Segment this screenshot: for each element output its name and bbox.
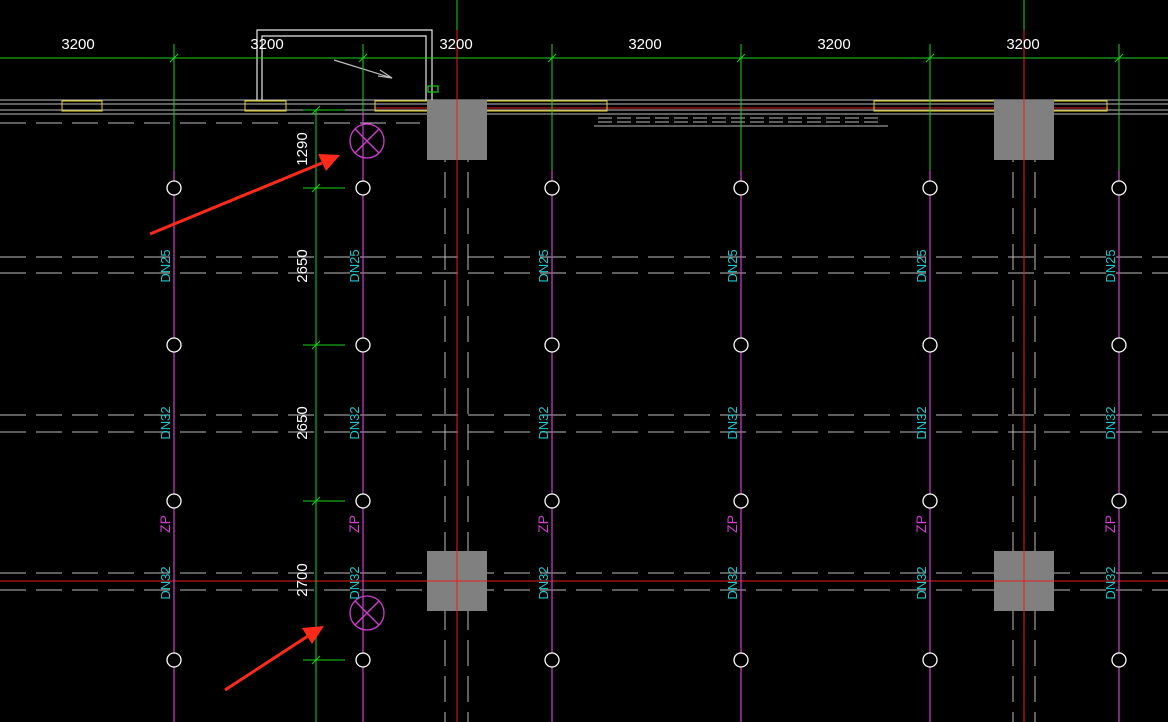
- door-frame-outer: [256, 29, 433, 100]
- sprinkler-head: [544, 652, 560, 668]
- top-dimension-label: 3200: [817, 36, 850, 53]
- dimension-tick: [358, 53, 368, 63]
- valve-symbol: [349, 595, 385, 631]
- sprinkler-heads: [166, 180, 1127, 668]
- pipe-type-label: ZP: [535, 515, 551, 533]
- dimension-tick: [311, 496, 321, 506]
- dimension-tick: [311, 183, 321, 193]
- pipe-type-label: ZP: [724, 515, 740, 533]
- annotation-arrow: [224, 626, 324, 692]
- dimension-tick: [311, 340, 321, 350]
- top-dimension-labels: 3200 3200 3200 3200 3200 3200: [61, 36, 1039, 53]
- sprinkler-head: [922, 337, 938, 353]
- pipe-type-label: ZP: [346, 515, 362, 533]
- green-grid-verticals: [169, 44, 1124, 170]
- pipe-type-label: ZP: [157, 515, 173, 533]
- pipe-size-label: DN25: [158, 249, 173, 282]
- sprinkler-head: [355, 652, 371, 668]
- sprinkler-head: [733, 180, 749, 196]
- vertical-dimension-label: 2700: [294, 563, 311, 596]
- vertical-dimension-labels: 1290 2650 2650 2700: [294, 132, 311, 596]
- pipe-size-label: DN32: [536, 566, 551, 599]
- pipe-type-label: ZP: [913, 515, 929, 533]
- pipe-size-label: DN32: [725, 566, 740, 599]
- dimension-tick: [925, 53, 935, 63]
- pipe-size-label: DN25: [725, 249, 740, 282]
- door-marker: [427, 85, 439, 93]
- pipe-size-label: DN25: [347, 249, 362, 282]
- pipe-size-label: DN25: [914, 249, 929, 282]
- valve-symbol: [349, 123, 385, 159]
- beam-dashed-verticals: [444, 100, 1036, 722]
- sprinkler-head: [166, 337, 182, 353]
- door-frame-inner: [261, 35, 427, 100]
- green-axis-tops: [456, 0, 1025, 30]
- pipe-size-label: DN32: [347, 406, 362, 439]
- pipe-size-label: DN32: [347, 566, 362, 599]
- sprinkler-head: [1111, 337, 1127, 353]
- sprinkler-head: [544, 337, 560, 353]
- sprinkler-head: [544, 180, 560, 196]
- sprinkler-head: [922, 652, 938, 668]
- pipe-size-label: DN25: [1103, 249, 1118, 282]
- sprinkler-head: [733, 652, 749, 668]
- pipe-size-label: DN32: [725, 406, 740, 439]
- sprinkler-head: [166, 652, 182, 668]
- valve-symbols: [349, 123, 385, 631]
- sprinkler-head: [1111, 180, 1127, 196]
- sprinkler-head: [355, 180, 371, 196]
- pipe-size-label: DN32: [536, 406, 551, 439]
- top-dimension-label: 3200: [628, 36, 661, 53]
- pipe-size-label: DN25: [536, 249, 551, 282]
- sprinkler-head: [733, 337, 749, 353]
- top-dimension-label: 3200: [61, 36, 94, 53]
- beam-dashed-lines: [0, 122, 1168, 591]
- pipe-type-label: ZP: [1102, 515, 1118, 533]
- window-block: [61, 100, 103, 112]
- pipe-size-label: DN32: [158, 566, 173, 599]
- door-outline: [256, 29, 439, 100]
- door-swing-arrow: [377, 69, 393, 79]
- pipe-size-label: DN32: [914, 566, 929, 599]
- sprinkler-head: [922, 180, 938, 196]
- annotation-arrow: [149, 154, 340, 236]
- dimension-tick: [736, 53, 746, 63]
- dimension-tick: [311, 655, 321, 665]
- sprinkler-head: [733, 493, 749, 509]
- window-block: [873, 100, 1108, 112]
- sprinkler-pipes: [173, 112, 1120, 722]
- dimension-tick: [311, 105, 321, 115]
- vertical-dimension-label: 1290: [294, 132, 311, 165]
- pipe-size-label: DN32: [158, 406, 173, 439]
- column-axis-overlay: [427, 100, 1054, 611]
- top-dimension-label: 3200: [1006, 36, 1039, 53]
- dimension-tick: [547, 53, 557, 63]
- sprinkler-head: [355, 493, 371, 509]
- window-block: [374, 100, 608, 112]
- sprinkler-head: [544, 493, 560, 509]
- window-block: [244, 100, 287, 112]
- sprinkler-head: [166, 493, 182, 509]
- sprinkler-head: [166, 180, 182, 196]
- annotation-arrows: [149, 154, 340, 692]
- sprinkler-head: [1111, 652, 1127, 668]
- pipe-size-label: DN32: [1103, 406, 1118, 439]
- vertical-dimension-label: 2650: [294, 406, 311, 439]
- sprinkler-head: [1111, 493, 1127, 509]
- dimension-tick: [169, 53, 179, 63]
- vertical-dimension: [303, 105, 345, 722]
- pipe-size-label: DN32: [914, 406, 929, 439]
- top-dimension-label: 3200: [439, 36, 472, 53]
- sprinkler-head: [355, 337, 371, 353]
- pipe-size-label: DN32: [1103, 566, 1118, 599]
- dimension-tick: [1114, 53, 1124, 63]
- top-dimension-label: 3200: [250, 36, 283, 53]
- sprinkler-head: [922, 493, 938, 509]
- vertical-dimension-label: 2650: [294, 249, 311, 282]
